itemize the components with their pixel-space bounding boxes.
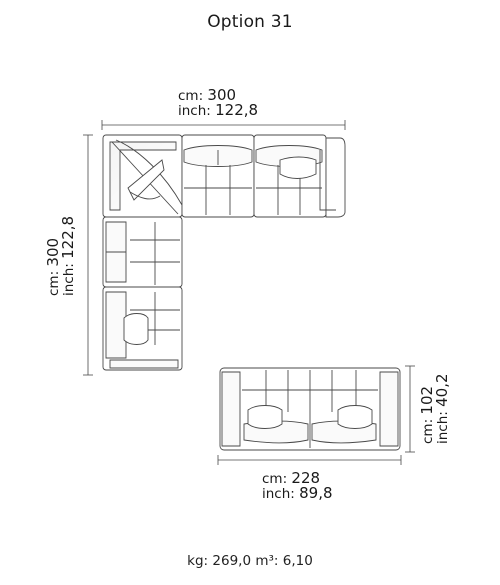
top-seat-module-2 bbox=[253, 134, 327, 218]
kg-value: 269,0 bbox=[212, 553, 252, 569]
top-end-arm bbox=[319, 137, 346, 218]
weight-volume-footer: kg: 269,0 m³: 6,10 bbox=[0, 553, 500, 569]
bottom-cm-key: cm: bbox=[262, 471, 288, 487]
m3-key: m³: bbox=[255, 553, 279, 569]
bottom-cm-value: 228 bbox=[291, 469, 321, 487]
bottom-inch-value: 89,8 bbox=[299, 484, 333, 502]
top-inch-value: 122,8 bbox=[215, 101, 259, 119]
right-dimension-line bbox=[405, 365, 415, 453]
top-inch-key: inch: bbox=[178, 103, 211, 119]
left-dimension-line bbox=[83, 134, 93, 376]
top-cm-value: 300 bbox=[207, 86, 237, 104]
straight-sofa bbox=[219, 367, 401, 451]
top-dimension-line bbox=[101, 120, 346, 130]
corner-module bbox=[102, 134, 183, 218]
top-cm-key: cm: bbox=[178, 88, 204, 104]
bottom-dimension-label: cm: 228 inch: 89,8 bbox=[262, 469, 333, 502]
m3-value: 6,10 bbox=[282, 553, 313, 569]
top-dimension-label: cm: 300 inch: 122,8 bbox=[178, 86, 259, 119]
left-seat-module-2 bbox=[102, 286, 183, 371]
kg-key: kg: bbox=[187, 553, 209, 569]
page-title: Option 31 bbox=[207, 12, 293, 32]
bottom-inch-key: inch: bbox=[262, 486, 295, 502]
left-seat-module-1 bbox=[102, 216, 183, 288]
bottom-dimension-line bbox=[217, 455, 402, 465]
top-seat-module-1 bbox=[181, 134, 255, 218]
